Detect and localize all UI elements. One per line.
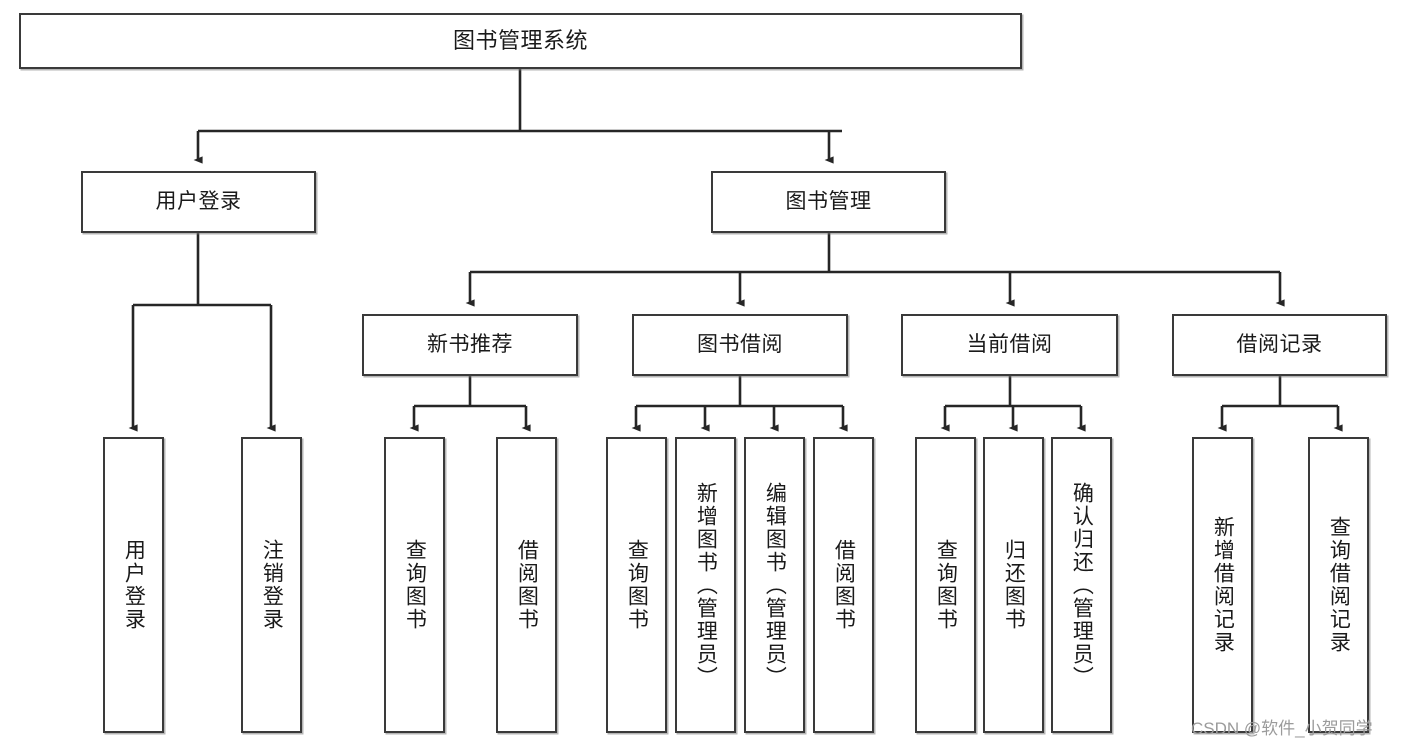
node-label: 图书管理 (785, 190, 872, 214)
node-label: 用户登录 (122, 539, 146, 631)
leaf-borrow-book[interactable]: 借阅图书 (813, 437, 874, 733)
node-label: 新增图书（管理员） (694, 481, 718, 689)
node-label: 借阅图书 (515, 539, 539, 631)
leaf-user-login[interactable]: 用户登录 (103, 437, 164, 733)
leaf-logout[interactable]: 注销登录 (241, 437, 302, 733)
node-label: 借阅记录 (1236, 333, 1323, 357)
node-label: 确认归还（管理员） (1070, 481, 1094, 689)
leaf-confirm-return-admin[interactable]: 确认归还（管理员） (1051, 437, 1112, 733)
leaf-borrow-book-recommend[interactable]: 借阅图书 (496, 437, 557, 733)
node-label: 借阅图书 (832, 539, 856, 631)
node-label: 查询图书 (625, 539, 649, 631)
node-book-management[interactable]: 图书管理 (711, 171, 946, 233)
node-label: 查询借阅记录 (1327, 516, 1351, 654)
node-user-login[interactable]: 用户登录 (81, 171, 316, 233)
node-new-book-recommend[interactable]: 新书推荐 (362, 314, 578, 376)
node-label: 图书管理系统 (452, 27, 588, 53)
node-label: 新增借阅记录 (1211, 516, 1235, 654)
leaf-return-book[interactable]: 归还图书 (983, 437, 1044, 733)
leaf-query-book-recommend[interactable]: 查询图书 (384, 437, 445, 733)
node-label: 归还图书 (1002, 539, 1026, 631)
node-label: 查询图书 (934, 539, 958, 631)
node-root-system[interactable]: 图书管理系统 (19, 13, 1022, 69)
node-label: 用户登录 (155, 190, 242, 214)
node-label: 当前借阅 (966, 333, 1053, 357)
node-label: 注销登录 (260, 539, 284, 631)
leaf-query-book-current[interactable]: 查询图书 (915, 437, 976, 733)
node-book-borrow[interactable]: 图书借阅 (632, 314, 848, 376)
node-label: 查询图书 (403, 539, 427, 631)
leaf-query-borrow-record[interactable]: 查询借阅记录 (1308, 437, 1369, 733)
leaf-add-book-admin[interactable]: 新增图书（管理员） (675, 437, 736, 733)
leaf-edit-book-admin[interactable]: 编辑图书（管理员） (744, 437, 805, 733)
node-current-borrow[interactable]: 当前借阅 (901, 314, 1118, 376)
node-borrow-record[interactable]: 借阅记录 (1172, 314, 1387, 376)
csdn-watermark: CSDN @软件_小贺同学 (1191, 719, 1373, 738)
leaf-add-borrow-record[interactable]: 新增借阅记录 (1192, 437, 1253, 733)
node-label: 编辑图书（管理员） (763, 481, 787, 689)
node-label: 新书推荐 (427, 333, 513, 357)
node-label: 图书借阅 (697, 333, 783, 357)
leaf-query-book-borrow[interactable]: 查询图书 (606, 437, 667, 733)
